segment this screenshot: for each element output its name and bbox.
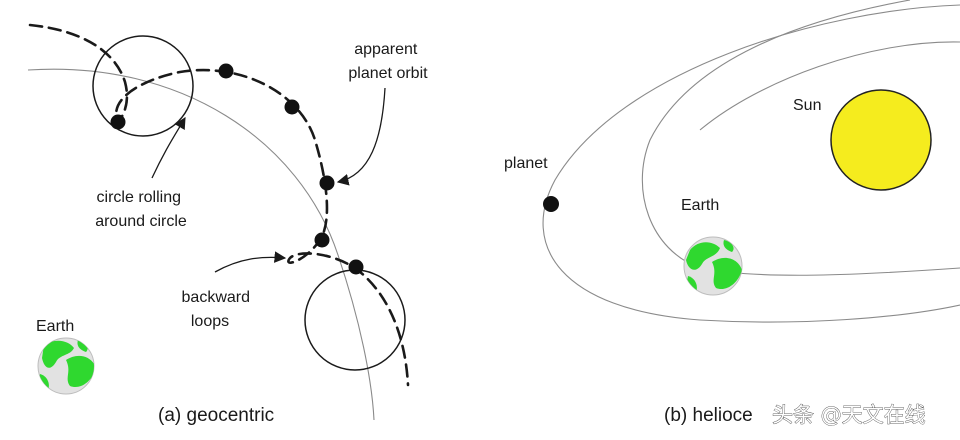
- label-apparent-orbit: apparent planet orbit: [348, 41, 428, 82]
- sun-icon: [830, 89, 932, 191]
- planet-dot: [284, 99, 300, 115]
- caption-geocentric: (a) geocentric: [158, 405, 274, 426]
- label-circle-rolling: circle rolling around circle: [95, 189, 187, 230]
- planet-dot: [314, 232, 330, 248]
- label-sun: Sun: [793, 97, 821, 114]
- earth-globe-icon: [683, 236, 743, 296]
- planet-dot: [348, 259, 364, 275]
- planet-dot: [319, 175, 335, 191]
- deferent-circle: [27, 68, 375, 421]
- label-backward-loops: backward loops: [182, 289, 255, 330]
- geocentric-panel: apparent planet orbit circle rolling aro…: [27, 23, 428, 426]
- arrow-circle-rolling: [151, 116, 186, 179]
- earth-orbit: [641, 0, 960, 276]
- label-earth-geo: Earth: [36, 318, 74, 335]
- apparent-orbit-path: [28, 23, 410, 387]
- arrow-apparent-orbit: [336, 87, 386, 186]
- planet-dot: [218, 63, 234, 79]
- label-earth-helio: Earth: [681, 197, 719, 214]
- arrow-backward-loops: [214, 251, 287, 273]
- heliocentric-panel: Sun planet Earth (b) helioce: [504, 0, 960, 426]
- epicycle-upper: [92, 35, 194, 137]
- outer-orbit: [699, 41, 960, 131]
- planet-dot: [110, 114, 126, 130]
- epicycle-lower: [304, 269, 406, 371]
- label-planet: planet: [504, 155, 548, 172]
- planet-orbit: [542, 4, 960, 323]
- watermark-text: 头条 @天文在线: [772, 403, 926, 427]
- caption-heliocentric: (b) helioce: [664, 405, 753, 426]
- planet-dot-helio: [543, 196, 559, 212]
- earth-globe-icon: [37, 337, 95, 395]
